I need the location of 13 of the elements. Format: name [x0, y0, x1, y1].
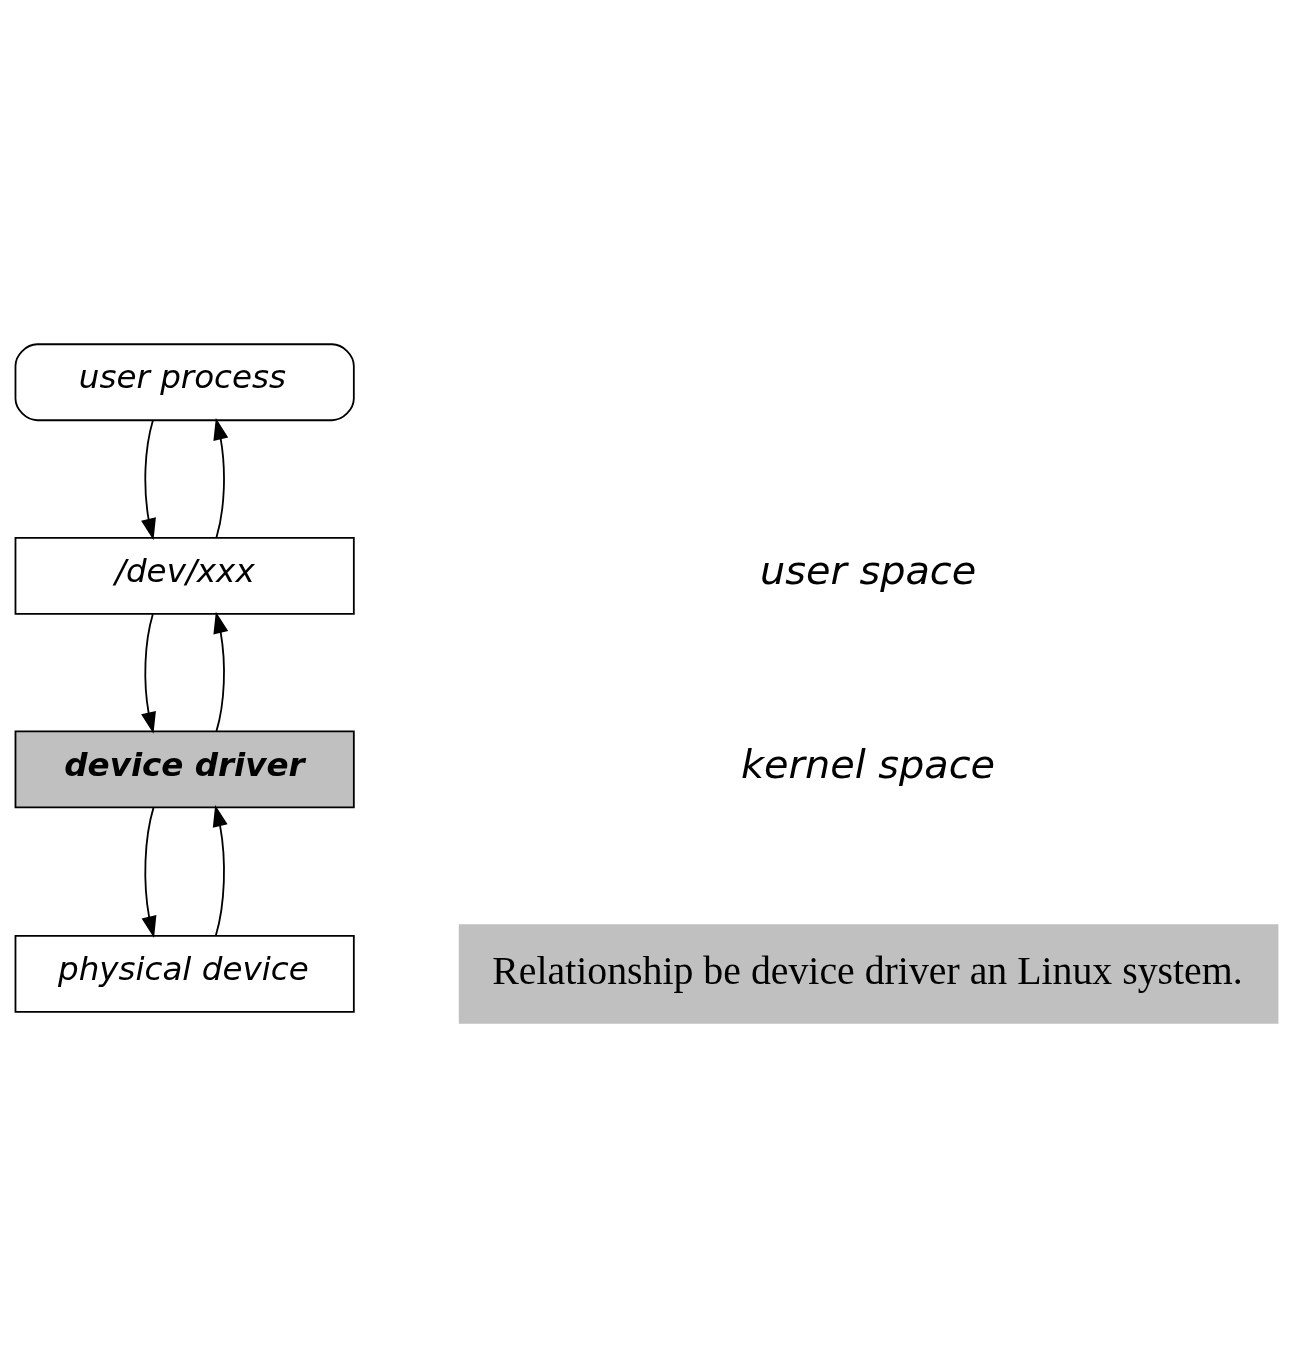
label: kernel space: [741, 740, 996, 787]
arrow: [141, 419, 156, 540]
arrow: [141, 612, 156, 734]
node-box: Relationship be device driver an Linux system.: [458, 923, 1279, 1024]
arrow: [141, 806, 157, 938]
arrow: [213, 417, 229, 538]
arrow: [213, 611, 229, 732]
node-box: /dev/xxx: [14, 536, 355, 615]
node-box: physical device: [14, 934, 355, 1013]
label: user space: [760, 546, 977, 593]
node-box: device driver: [14, 730, 355, 808]
arrow: [212, 804, 228, 936]
node-box: user process: [14, 342, 355, 421]
